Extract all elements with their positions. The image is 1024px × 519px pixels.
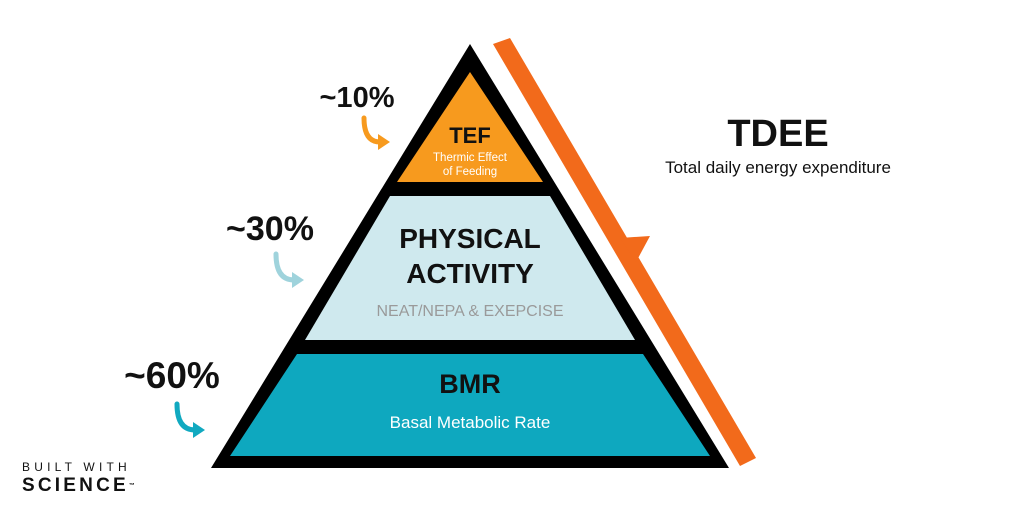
physical-title-line1: PHYSICAL [399, 223, 541, 254]
bmr-subtitle: Basal Metabolic Rate [390, 413, 551, 432]
physical-subtitle: NEAT/NEPA & EXEPCISE [376, 303, 563, 320]
physical-title-line2: ACTIVITY [406, 258, 534, 289]
bmr-percent: ~60% [124, 355, 220, 396]
physical-arrow-icon [273, 251, 304, 288]
brand-line2: SCIENCE [22, 475, 129, 496]
tef-tier [397, 72, 543, 182]
tdee-subtitle: Total daily energy expenditure [665, 158, 891, 177]
tdee-bracket [493, 38, 756, 466]
bmr-tier [230, 354, 710, 456]
bmr-arrow-icon [174, 401, 205, 438]
tdee-title: TDEE [727, 113, 828, 155]
physical-percent: ~30% [226, 210, 314, 248]
tef-title: TEF [449, 123, 491, 148]
tef-percent: ~10% [320, 82, 395, 114]
physical-activity-tier [305, 196, 635, 340]
bmr-title: BMR [439, 369, 501, 399]
tef-subtitle-line2: of Feeding [443, 166, 497, 178]
brand-logo: BUILT WITH SCIENCE™ [22, 459, 135, 497]
tef-subtitle-line1: Thermic Effect [433, 152, 508, 164]
brand-line2-wrap: SCIENCE™ [22, 475, 135, 497]
brand-trademark: ™ [128, 483, 135, 489]
tdee-bracket-pointer [620, 236, 650, 262]
brand-line1: BUILT WITH [22, 460, 131, 474]
tef-arrow-icon [361, 115, 390, 150]
